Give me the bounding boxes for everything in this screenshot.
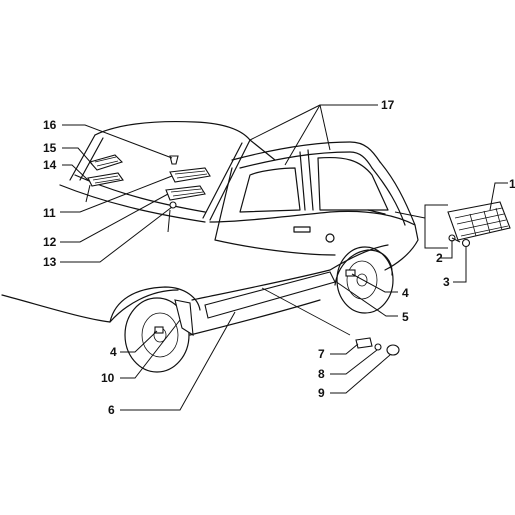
callout-16: 16 xyxy=(43,118,57,132)
mudflap-part-10 xyxy=(174,299,194,337)
callout-labels: 1 2 3 4 4 5 6 7 8 9 10 11 12 13 14 15 16… xyxy=(43,98,515,417)
callout-1: 1 xyxy=(509,177,515,191)
clip-part-3 xyxy=(461,238,471,248)
vent-grille-part-15 xyxy=(89,154,124,171)
callout-14: 14 xyxy=(43,158,57,172)
vent-grille-part-14 xyxy=(87,172,124,187)
rear-grille-part xyxy=(447,201,511,241)
dash-vent-part-11 xyxy=(169,167,211,183)
callout-7: 7 xyxy=(318,347,325,361)
washer-part-8 xyxy=(374,343,382,351)
car-body-outline xyxy=(1,120,419,336)
callout-17: 17 xyxy=(381,98,395,112)
clip-part-4-front xyxy=(154,326,164,334)
callout-15: 15 xyxy=(43,141,57,155)
front-wheel xyxy=(124,297,190,373)
callout-4-rear: 4 xyxy=(402,286,409,300)
callout-8: 8 xyxy=(318,367,325,381)
cap-part-9 xyxy=(386,344,400,356)
clip-part-13 xyxy=(169,201,177,209)
callout-6: 6 xyxy=(108,403,115,417)
callout-10: 10 xyxy=(101,371,115,385)
callout-3: 3 xyxy=(443,275,450,289)
clip-part-4-rear xyxy=(345,269,356,277)
callout-13: 13 xyxy=(43,255,57,269)
callout-5: 5 xyxy=(402,310,409,324)
callout-2: 2 xyxy=(436,251,443,265)
callout-11: 11 xyxy=(43,206,56,220)
dash-vent-part-12 xyxy=(165,185,206,201)
leader-lines xyxy=(60,104,508,411)
screw-part-2 xyxy=(448,234,461,243)
callout-9: 9 xyxy=(318,386,325,400)
callout-12: 12 xyxy=(43,235,57,249)
rear-wheel xyxy=(336,246,394,314)
side-moulding-part xyxy=(204,271,351,336)
callout-4-front: 4 xyxy=(110,345,117,359)
bolt-part-7 xyxy=(355,337,373,349)
